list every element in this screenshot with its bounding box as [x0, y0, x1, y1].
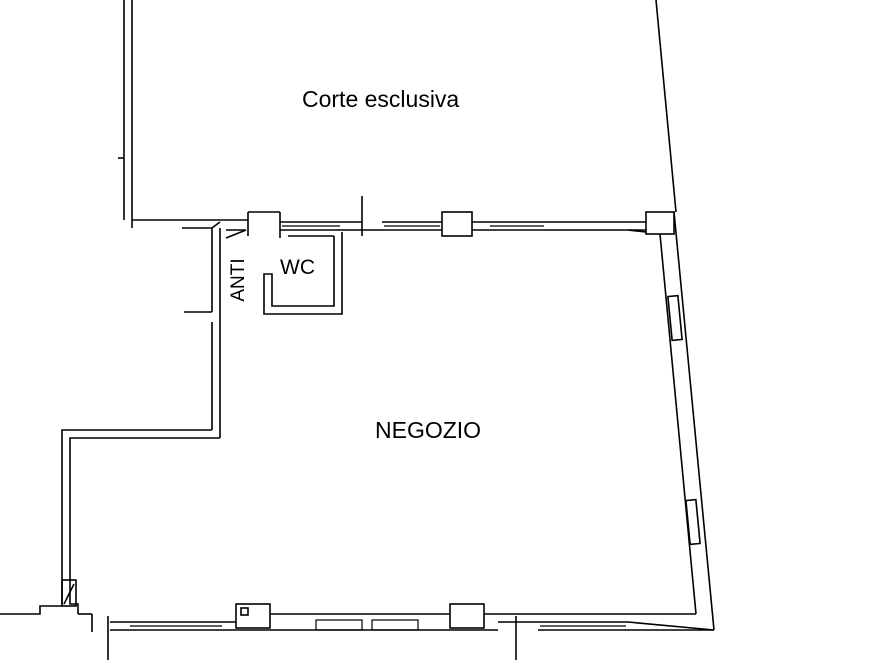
north-wall — [131, 196, 675, 238]
wc-walls — [263, 232, 343, 315]
courtyard-label: Corte esclusiva — [302, 86, 460, 112]
south-wall — [78, 603, 715, 660]
south-windows — [130, 619, 626, 631]
west-wall — [0, 429, 220, 615]
courtyard-left-wall — [118, 0, 133, 220]
wc-label: WC — [280, 256, 315, 279]
courtyard-right-wall — [655, 0, 677, 213]
anti-walls — [184, 228, 247, 438]
shop-label: NEGOZIO — [375, 417, 482, 443]
antechamber-label: ANTI — [228, 258, 249, 302]
east-wall — [659, 211, 715, 631]
